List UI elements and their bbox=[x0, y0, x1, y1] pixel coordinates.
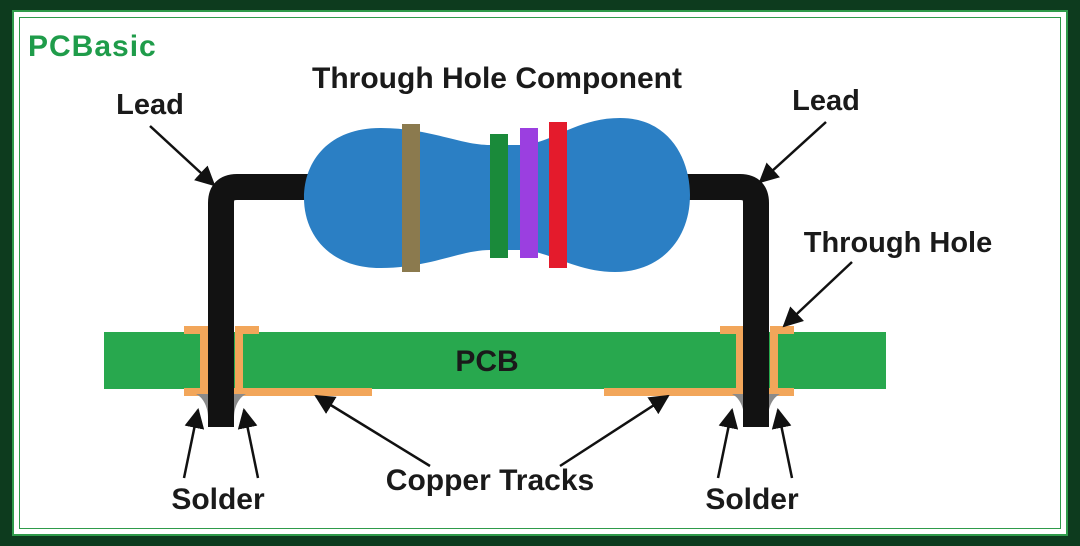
diagram-title: Through Hole Component bbox=[312, 62, 682, 95]
copper-track-left bbox=[184, 388, 372, 396]
label-lead-left: Lead bbox=[116, 89, 184, 121]
inner-border bbox=[19, 17, 1061, 529]
hole-plating-right-a bbox=[736, 330, 744, 392]
resistor-band-4 bbox=[549, 122, 567, 268]
copper-track-right bbox=[604, 388, 794, 396]
arrow-solder-left-a bbox=[182, 408, 205, 479]
arrow-lead-left bbox=[149, 125, 216, 187]
pcb-label: PCB bbox=[455, 345, 518, 378]
resistor-band-1 bbox=[402, 124, 420, 272]
label-lead-right: Lead bbox=[792, 85, 860, 117]
label-through-hole: Through Hole bbox=[804, 227, 992, 259]
lead-right bbox=[665, 174, 769, 427]
solder-fillet-left-b bbox=[234, 394, 246, 418]
lead-left bbox=[208, 174, 310, 427]
hole-plating-left-b bbox=[235, 330, 243, 392]
solder-fillet-right-a bbox=[732, 394, 744, 418]
solder-fillet-right-b bbox=[768, 394, 780, 418]
label-copper-tracks: Copper Tracks bbox=[386, 464, 594, 497]
solder-fillet-left-a bbox=[196, 394, 208, 418]
arrow-copper-track-right bbox=[559, 394, 670, 468]
diagram-panel bbox=[12, 10, 1068, 536]
arrow-through-hole bbox=[782, 261, 853, 328]
arrow-solder-right-a bbox=[716, 408, 739, 479]
brand-logo-text: PCBasic bbox=[28, 30, 157, 63]
arrow-solder-right-b bbox=[771, 408, 794, 479]
resistor-band-3 bbox=[520, 128, 538, 258]
hole-plating-left-a bbox=[200, 330, 208, 392]
arrow-solder-left-b bbox=[237, 408, 260, 479]
brand-logo: PCBasic bbox=[28, 30, 157, 63]
copper-pad-top-right-b bbox=[770, 326, 794, 334]
copper-pad-top-left-a bbox=[184, 326, 208, 334]
resistor-band-2 bbox=[490, 134, 508, 258]
arrow-copper-track-left bbox=[314, 394, 431, 468]
label-solder-left: Solder bbox=[171, 483, 265, 516]
label-solder-right: Solder bbox=[705, 483, 799, 516]
copper-pad-top-right-a bbox=[720, 326, 744, 334]
copper-pad-top-left-b bbox=[235, 326, 259, 334]
arrow-lead-right bbox=[758, 121, 827, 184]
hole-plating-right-b bbox=[770, 330, 778, 392]
